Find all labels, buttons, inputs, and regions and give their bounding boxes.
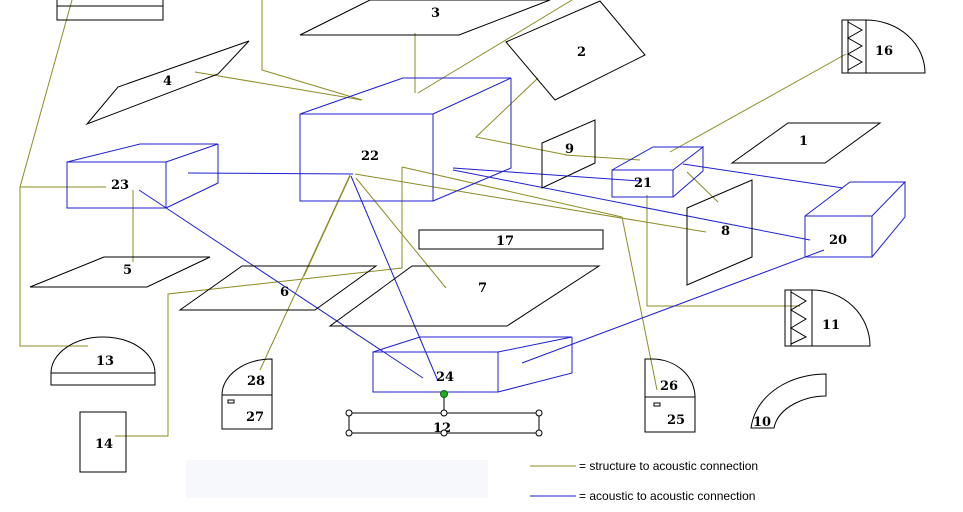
subsystem-24[interactable]: 24 [372,336,573,393]
label-9: 9 [565,142,574,157]
subsystem-13[interactable]: 13 [50,336,156,386]
subsystem-23[interactable]: 23 [66,143,219,209]
label-17: 17 [496,234,514,249]
subsystem-8[interactable]: 8 [686,179,753,286]
label-21: 21 [634,176,652,191]
label-16: 16 [875,44,893,59]
subsystem-17[interactable]: 17 [418,229,604,250]
connection-22-7[interactable] [355,177,447,289]
connection-22-21[interactable] [452,167,641,182]
label-22: 22 [361,149,379,164]
legend: = structure to acoustic connection = aco… [530,459,758,503]
handle-bottom-middle[interactable] [440,429,448,437]
handle-top-right[interactable] [535,409,543,417]
connection-16-21[interactable] [669,53,847,153]
connection-21-8[interactable] [686,171,719,203]
connection-4-22[interactable] [194,71,363,101]
label-10: 10 [753,415,771,430]
handle-bottom-left[interactable] [345,429,353,437]
subsystem-2[interactable]: 2 [505,0,646,101]
subsystem-top-left[interactable] [56,0,164,21]
legend-structure-text: = structure to acoustic connection [579,459,758,473]
connection-2-9[interactable] [474,77,568,156]
label-4: 4 [163,74,172,89]
label-24: 24 [436,370,454,385]
blank-panel [186,460,488,498]
subsystem-21[interactable]: 21 [611,146,705,198]
connection-22-14[interactable] [115,167,403,437]
handle-top-left[interactable] [345,409,353,417]
subsystem-20[interactable]: 20 [804,181,907,258]
label-20: 20 [829,233,847,248]
label-28: 28 [247,374,265,389]
label-6: 6 [280,285,289,300]
selection-handles[interactable] [345,390,543,437]
legend-acoustic-text: = acoustic to acoustic connection [579,489,755,503]
subsystem-6[interactable]: 6 [178,265,378,311]
subsystem-25[interactable]: 25 [644,396,696,433]
structure-acoustic-connections [19,0,847,437]
label-11: 11 [822,318,840,333]
connection-22-8[interactable] [354,173,707,233]
connection-plate-top-22[interactable] [261,0,363,101]
subsystem-10[interactable]: 10 [750,373,827,430]
subsystem-22[interactable]: 22 [299,77,512,202]
label-8: 8 [721,224,730,239]
connection-23-24[interactable] [138,189,424,379]
connection-21-11[interactable] [646,195,800,307]
label-7: 7 [478,281,487,296]
subsystem-14[interactable]: 14 [79,411,127,473]
label-13: 13 [96,354,114,369]
label-23: 23 [111,178,129,193]
subsystem-7[interactable]: 7 [328,265,601,327]
subsystem-3[interactable]: 3 [299,0,551,36]
label-2: 2 [577,45,586,60]
label-3: 3 [431,6,440,21]
subsystem-26[interactable]: 26 [644,358,696,398]
connection-22-28[interactable] [259,174,351,371]
label-26: 26 [660,379,678,394]
label-27: 27 [246,410,264,425]
handle-top-middle[interactable] [440,409,448,417]
subsystem-9[interactable]: 9 [541,119,596,189]
subsystem-27[interactable]: 27 [221,394,273,430]
handle-bottom-right[interactable] [535,429,543,437]
connection-21-20[interactable] [682,163,844,189]
connection-13-left[interactable] [19,0,88,347]
label-14: 14 [95,437,113,452]
connection-9-21[interactable] [564,154,641,161]
label-25: 25 [667,413,685,428]
connection-23-22[interactable] [187,172,354,175]
subsystem-1[interactable]: 1 [730,122,882,164]
label-5: 5 [123,263,132,278]
subsystem-16[interactable]: 16 [841,19,926,74]
subsystem-5[interactable]: 5 [29,256,211,288]
subsystem-4[interactable]: 4 [85,40,250,126]
connection-22-26[interactable] [401,166,658,391]
label-1: 1 [799,134,808,149]
subsystem-28[interactable]: 28 [221,358,273,396]
subsystem-11[interactable]: 11 [784,289,871,347]
rotate-handle[interactable] [440,390,448,398]
connection-22-20[interactable] [452,169,811,241]
connection-top-right-22[interactable] [417,0,573,94]
